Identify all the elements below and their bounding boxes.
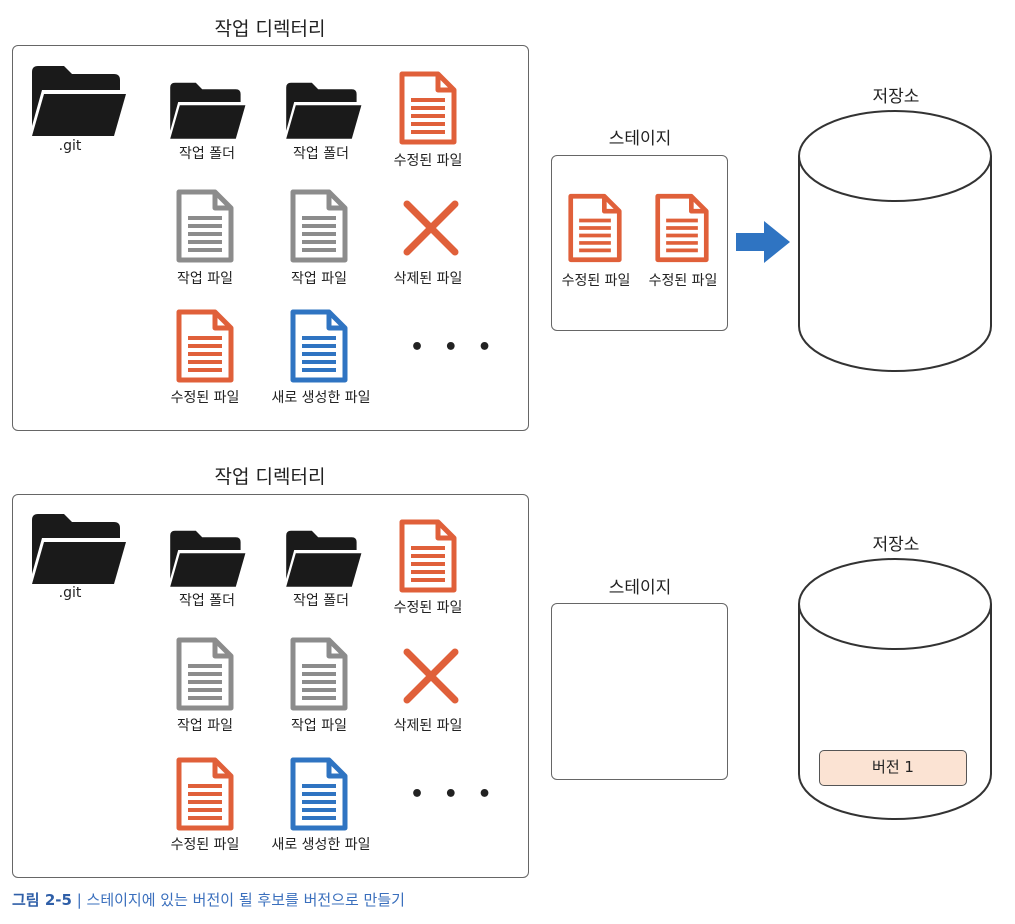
folder-label: 작업 폴더 [293,593,349,609]
file-label: 새로 생성한 파일 [271,390,371,406]
file-label: 작업 파일 [177,718,233,734]
stage-file-label: 수정된 파일 [561,273,631,289]
git-label: .git [58,585,82,601]
new-file-icon [289,756,349,832]
figure-caption: 그림 2-5 | 스테이지에 있는 버전이 될 후보를 버전으로 만들기 [12,889,405,910]
file-label: 수정된 파일 [170,837,240,853]
working-file-icon [175,636,235,712]
workdir-title: 작업 디렉터리 [214,18,326,40]
stage-file-label: 수정된 파일 [648,273,718,289]
file-label: 작업 파일 [291,718,347,734]
folder-label: 작업 폴더 [179,593,235,609]
new-file-icon [289,308,349,384]
file-label: 수정된 파일 [170,390,240,406]
file-label: 삭제된 파일 [393,271,463,287]
file-label: 수정된 파일 [393,153,463,169]
modified-file-icon [567,192,623,264]
modified-file-icon [398,70,458,146]
figure-number: 그림 2-5 [12,891,72,909]
file-label: 삭제된 파일 [393,718,463,734]
modified-file-icon [175,308,235,384]
git-label: .git [58,138,82,154]
modified-file-icon [398,518,458,594]
arrow-right-icon [736,221,790,263]
repository-cylinder-icon [798,110,992,372]
caption-text: 스테이지에 있는 버전이 될 후보를 버전으로 만들기 [86,891,405,909]
folder-icon [282,526,364,590]
deleted-cross-icon [401,198,461,258]
stage-title: 스테이지 [608,578,672,598]
git-folder-icon [28,60,128,140]
file-label: 새로 생성한 파일 [271,837,371,853]
folder-label: 작업 폴더 [293,146,349,162]
version-badge: 버전 1 [819,750,967,786]
folder-label: 작업 폴더 [179,146,235,162]
working-file-icon [289,188,349,264]
more-indicator: • • • [410,335,498,360]
repo-title: 저장소 [872,535,920,555]
file-label: 수정된 파일 [393,600,463,616]
folder-icon [166,526,248,590]
caption-separator: | [71,891,87,909]
git-folder-icon [28,508,128,588]
workdir-title: 작업 디렉터리 [214,466,326,488]
folder-icon [166,78,248,142]
repo-title: 저장소 [872,87,920,107]
file-label: 작업 파일 [177,271,233,287]
more-indicator: • • • [410,782,498,807]
stage-box [551,603,728,780]
file-label: 작업 파일 [291,271,347,287]
modified-file-icon [654,192,710,264]
working-file-icon [175,188,235,264]
stage-title: 스테이지 [608,129,672,149]
modified-file-icon [175,756,235,832]
folder-icon [282,78,364,142]
working-file-icon [289,636,349,712]
deleted-cross-icon [401,646,461,706]
